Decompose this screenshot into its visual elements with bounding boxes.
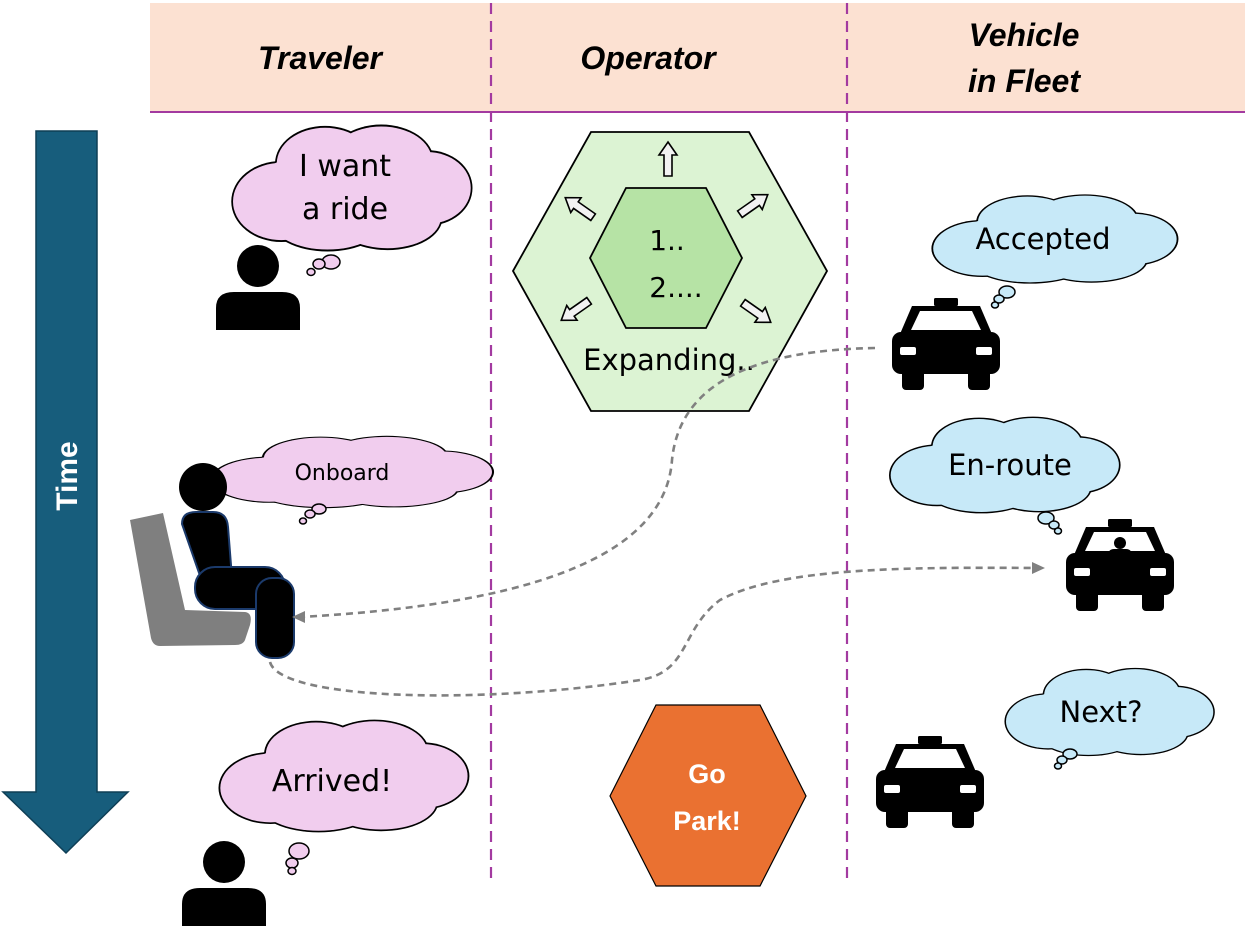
go-park-line1: Go	[688, 759, 726, 789]
dropoff-path	[268, 566, 1037, 697]
arrow-up-icon	[657, 140, 679, 177]
arrow-downleft-icon	[560, 296, 593, 322]
thought-ride-line1: I want	[299, 149, 391, 184]
thought-onboard-text: Onboard	[295, 461, 390, 486]
dropoff-path-arrowhead	[1032, 562, 1045, 574]
inner-hexagon-line1: 1..	[649, 224, 685, 257]
thought-cloud-accepted: Accepted	[931, 194, 1179, 309]
traveler-waiting-icon	[216, 245, 300, 330]
header-band	[150, 3, 1245, 111]
header-operator: Operator	[580, 40, 717, 76]
time-arrow	[1, 130, 130, 855]
taxi-idle-icon	[876, 736, 984, 828]
thought-enroute-text: En-route	[948, 448, 1072, 482]
pickup-path-arrowhead	[292, 611, 305, 623]
thought-cloud-next: Next?	[1004, 667, 1215, 770]
thought-accepted-text: Accepted	[975, 222, 1110, 256]
seated-traveler-icon	[130, 463, 295, 659]
pickup-path	[299, 346, 876, 619]
header-vehicle-line1: Vehicle	[969, 17, 1080, 53]
expanding-label: Expanding..	[583, 343, 755, 377]
go-park-hexagon	[609, 704, 807, 887]
header-traveler: Traveler	[258, 40, 384, 76]
thought-cloud-enroute: En-route	[889, 416, 1121, 535]
thought-cloud-arrived: Arrived!	[218, 719, 470, 876]
taxi-assigned-icon	[892, 298, 1000, 390]
inner-hexagon	[588, 187, 744, 329]
thought-next-text: Next?	[1060, 695, 1143, 729]
arrow-upright-icon	[736, 193, 769, 219]
go-park-line2: Park!	[673, 806, 741, 836]
traveler-arrived-icon	[182, 841, 266, 926]
arrow-upleft-icon	[564, 196, 597, 222]
inner-hexagon-line2: 2....	[649, 271, 702, 304]
thought-ride-line2: a ride	[302, 192, 388, 227]
thought-cloud-ride: I want a ride	[231, 124, 473, 277]
time-label: Time	[51, 441, 84, 510]
arrow-downright-icon	[739, 298, 772, 324]
header-vehicle-line2: in Fleet	[968, 63, 1081, 99]
thought-arrived-text: Arrived!	[272, 764, 392, 799]
expansion-arrows	[560, 140, 772, 324]
taxi-with-passenger-icon	[1066, 519, 1174, 611]
thought-cloud-onboard: Onboard	[210, 435, 495, 525]
